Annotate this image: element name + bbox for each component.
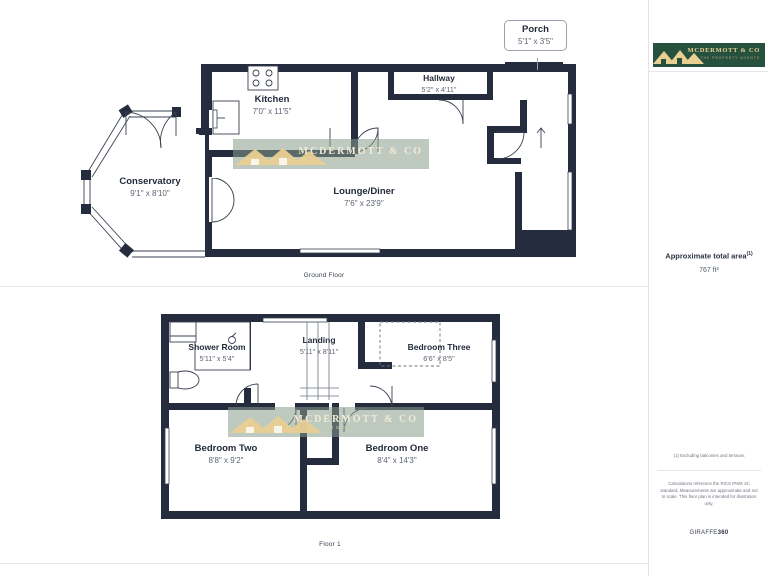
disclaimer-text: Calculations reference the RICS IPMS 3C … [660,481,758,506]
floor-caption-first: Floor 1 [319,541,341,548]
plan-area: Porch 5'1" x 3'5" Kitchen 7'0" x 11'5" H… [0,20,648,564]
room-name: Kitchen [254,94,290,105]
conservatory-structure [81,104,235,258]
room-bedroom-two: Bedroom Two 8'8" x 9'2" [170,443,282,466]
total-area-title-text: Approximate total area [665,251,747,261]
room-conservatory: Conservatory 9'1" x 8'10" [91,176,209,199]
room-name: Bedroom Three [407,342,471,352]
room-dimensions: 7'6" x 23'9" [344,199,384,208]
porch-leader-line [537,58,538,70]
room-name: Landing [302,335,336,345]
total-area-block: Approximate total area(1) 767 ft² [649,248,768,277]
ground-floor-drawing [81,62,576,258]
room-dimensions: 5'1" x 3'5" [518,37,553,46]
room-shower-room: Shower Room 5'11" x 5'4" [166,341,268,364]
room-dimensions: 9'1" x 8'10" [130,189,170,198]
room-landing: Landing 5'11" x 8'11" [273,334,365,357]
logo-text: MCDERMOTT & CO THE PROPERTY AGENTS [687,47,760,61]
logo-subtitle: THE PROPERTY AGENTS [700,56,760,60]
floor-separator [0,286,648,287]
floor-caption-ground: Ground Floor [303,272,345,279]
watermark-name: MCDERMOTT & CO [298,146,423,157]
watermark-subtitle: THE PROPERTY AGENTS [303,425,409,430]
brand-prefix: GIRAFFE [689,530,718,536]
room-name: Bedroom One [365,443,429,454]
giraffe360-brand: GIRAFFE360 [649,530,768,536]
room-name: Bedroom Two [194,443,258,454]
watermark-subtitle: THE PROPERTY AGENTS [308,157,414,162]
room-name: Porch [522,24,549,35]
agency-logo: MCDERMOTT & CO THE PROPERTY AGENTS [649,14,768,72]
total-area-title: Approximate total area(1) [649,248,768,263]
room-hallway: Hallway 5'2" x 4'11" [396,72,482,95]
room-dimensions: 8'4" x 14'3" [377,456,417,465]
room-bedroom-one: Bedroom One 8'4" x 14'3" [338,443,456,466]
ground-floor-fixtures [212,65,573,254]
room-dimensions: 6'6" x 8'5" [423,354,455,363]
total-area-footnote-marker: (1) [746,251,753,257]
room-name: Hallway [423,73,455,83]
brand-suffix: 360 [717,530,729,536]
sidebar-divider [657,470,761,471]
room-dimensions: 5'11" x 8'11" [299,347,339,356]
houses-logo-icon [230,416,322,433]
houses-logo-icon [653,50,704,64]
logo-name: MCDERMOTT & CO [687,47,760,54]
watermark-ground-floor: MCDERMOTT & CO THE PROPERTY AGENTS [233,139,429,169]
room-lounge-diner: Lounge/Diner 7'6" x 23'9" [300,186,428,209]
room-bedroom-three: Bedroom Three 6'6" x 8'5" [383,341,495,364]
room-name: Lounge/Diner [333,186,395,197]
room-kitchen: Kitchen 7'0" x 11'5" [222,94,322,117]
room-dimensions: 5'11" x 5'4" [199,354,235,363]
room-porch: Porch 5'1" x 3'5" [504,20,567,51]
room-name: Shower Room [188,342,246,352]
bottom-separator [0,563,648,564]
room-name: Conservatory [119,176,181,187]
info-sidebar: MCDERMOTT & CO THE PROPERTY AGENTS Appro… [648,0,768,576]
houses-logo-icon [235,148,327,165]
logo-banner: MCDERMOTT & CO THE PROPERTY AGENTS [653,43,765,67]
room-dimensions: 8'8" x 9'2" [208,456,244,465]
room-dimensions: 7'0" x 11'5" [252,107,292,116]
watermark-text: MCDERMOTT & CO THE PROPERTY AGENTS [299,146,423,162]
first-floor-fixtures [164,317,497,485]
total-area-value: 767 ft² [699,266,719,274]
watermark-name: MCDERMOTT & CO [293,414,418,425]
room-dimensions: 5'2" x 4'11" [421,85,457,94]
area-footnote: (1) Excluding balconies and terraces [673,453,745,458]
watermark-text: MCDERMOTT & CO THE PROPERTY AGENTS [294,414,418,430]
watermark-first-floor: MCDERMOTT & CO THE PROPERTY AGENTS [228,407,424,437]
